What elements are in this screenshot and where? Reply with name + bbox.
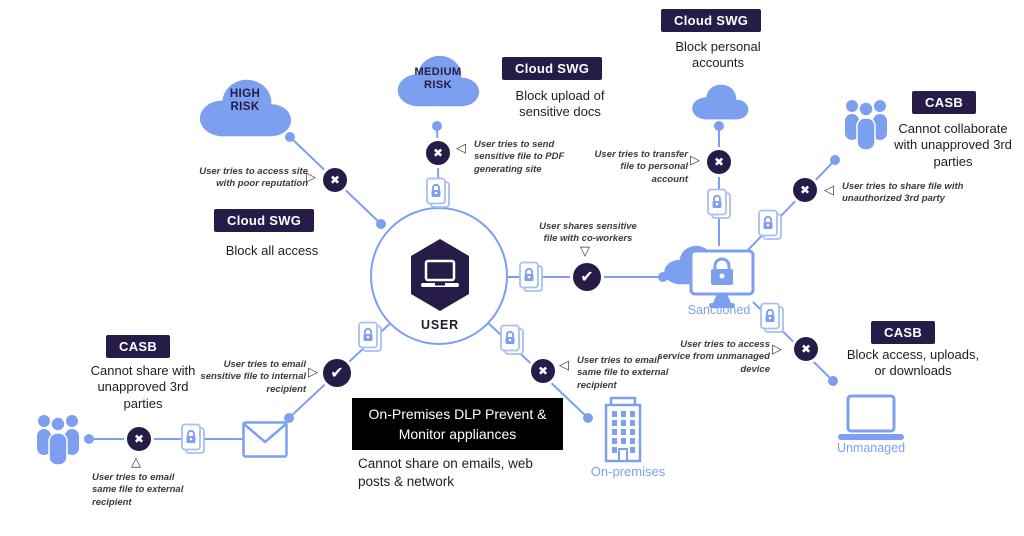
casb-action-block-access: Block access, uploads, or downloads [846, 347, 980, 379]
annotation-unmanaged-device: User tries to access service from unmana… [657, 339, 770, 375]
allowed-check-icon: ✔ [570, 260, 604, 294]
sanctioned-monitor-lock-icon [689, 249, 755, 308]
medium-risk-cloud-label: MEDIUM RISK [414, 66, 462, 91]
blocked-x-icon: ✖ [704, 147, 734, 177]
cloud-swg-action-block-all: Block all access [225, 243, 319, 258]
onprem-dlp-subtext: Cannot share on emails, web posts & netw… [358, 456, 533, 490]
casb-badge-collaborate: CASB [912, 91, 977, 114]
pointer-down-icon: ▽ [580, 243, 590, 258]
blocked-x-icon: ✖ [423, 138, 453, 168]
medium-risk-cloud-icon [397, 55, 480, 107]
user-hexagon-laptop-icon [411, 239, 469, 311]
blocked-x-icon: ✖ [790, 175, 820, 205]
on-premises-label: On-premises [590, 464, 666, 479]
annotation-pdf-site: User tries to send sensitive file to PDF… [474, 139, 565, 175]
sensitive-file-lock-icon [519, 261, 543, 292]
sensitive-file-lock-icon [758, 209, 782, 240]
pointer-left-icon: ◁ [824, 182, 834, 197]
email-envelope-icon [242, 421, 288, 458]
pointer-right-icon: ▷ [690, 152, 700, 167]
sensitive-file-lock-icon [181, 423, 205, 454]
personal-account-cloud-icon [692, 84, 749, 120]
sensitive-file-lock-icon [707, 188, 731, 219]
cloud-swg-badge-block-all: Cloud SWG [214, 209, 315, 232]
cloud-swg-action-block-personal: Block personal accounts [675, 39, 761, 71]
sensitive-file-lock-icon [358, 321, 382, 352]
blocked-x-icon: ✖ [320, 165, 350, 195]
pointer-right-icon: ▷ [308, 364, 318, 379]
blocked-x-icon: ✖ [528, 356, 558, 386]
user-label: USER [421, 318, 459, 332]
pointer-up-icon: △ [131, 454, 141, 469]
on-premises-building-icon [604, 396, 642, 463]
annotation-poor-reputation: User tries to access site with poor repu… [199, 166, 308, 190]
allowed-check-icon: ✔ [320, 356, 354, 390]
casb-action-share: Cannot share with unapproved 3rd parties [90, 363, 196, 411]
third-party-people-icon-right [845, 100, 887, 151]
pointer-left-icon: ◁ [456, 140, 466, 155]
annotation-unauthorized-3rd-party: User tries to share file with unauthoriz… [842, 181, 964, 205]
blocked-x-icon: ✖ [124, 424, 154, 454]
casb-badge-block-access: CASB [871, 321, 936, 344]
blocked-x-icon: ✖ [791, 334, 821, 364]
third-party-people-icon-left [37, 415, 79, 466]
high-risk-cloud-icon [199, 79, 292, 137]
annotation-internal-recipient: User tries to email sensitive file to in… [200, 359, 306, 395]
unmanaged-label: Unmanaged [836, 441, 906, 455]
annotation-external-recipient-left: User tries to email same file to externa… [92, 472, 184, 508]
annotation-coworkers: User shares sensitive file with co-worke… [539, 221, 637, 245]
casb-badge-share: CASB [106, 335, 171, 358]
annotation-external-recipient-right: User tries to email same file to externa… [577, 355, 669, 391]
sensitive-file-lock-icon [426, 177, 450, 208]
sanctioned-label: Sanctioned [687, 303, 751, 317]
onprem-dlp-box: On-Premises DLP Prevent & Monitor applia… [352, 398, 563, 450]
pointer-right-icon: ▷ [306, 169, 316, 184]
cloud-swg-badge-block-upload: Cloud SWG [502, 57, 603, 80]
high-risk-cloud-label: HIGH RISK [229, 88, 261, 114]
sensitive-file-lock-icon [760, 302, 784, 333]
pointer-left-icon: ◁ [559, 357, 569, 372]
sensitive-file-lock-icon [500, 324, 524, 355]
annotation-personal-account: User tries to transfer file to personal … [594, 149, 688, 185]
cloud-swg-badge-block-personal: Cloud SWG [661, 9, 762, 32]
casb-action-collaborate: Cannot collaborate with unapproved 3rd p… [894, 121, 1012, 169]
unmanaged-laptop-icon [838, 394, 904, 440]
cloud-swg-action-block-upload: Block upload of sensitive docs [515, 88, 605, 120]
pointer-right-icon: ▷ [772, 341, 782, 356]
